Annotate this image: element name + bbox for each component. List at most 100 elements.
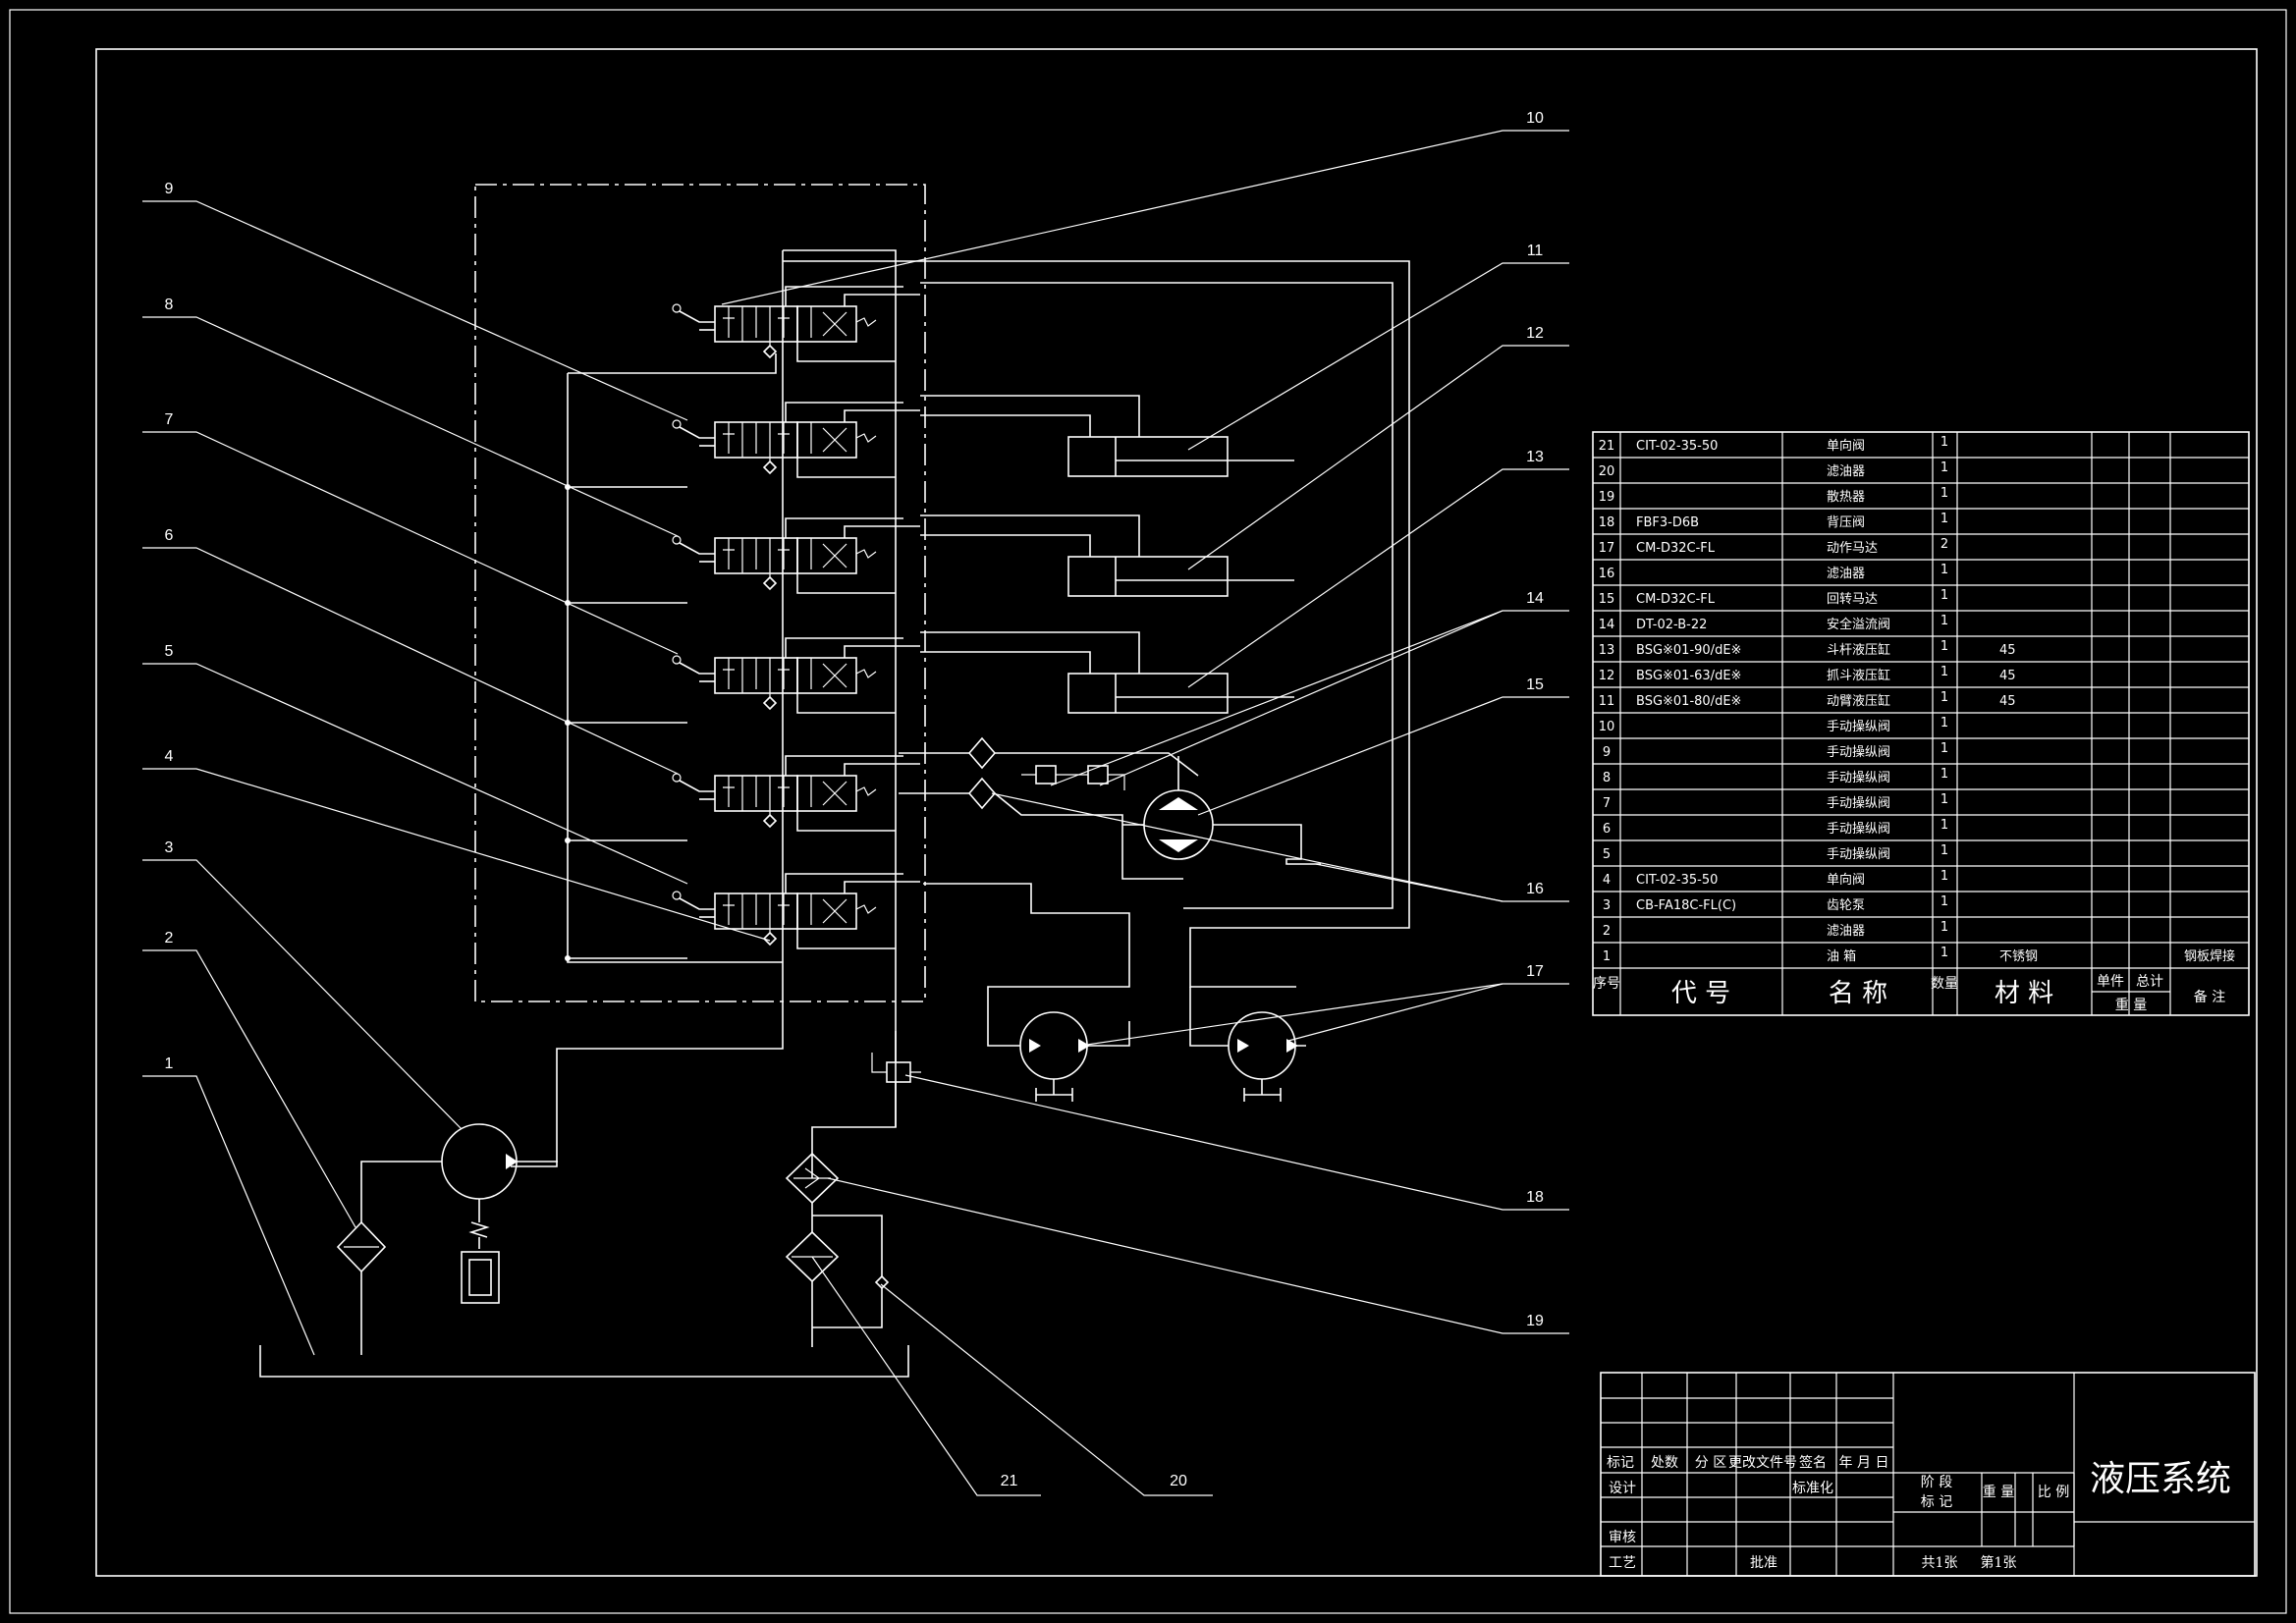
part-note: 钢板焊接	[2184, 948, 2235, 964]
callout-number: 13	[1526, 449, 1544, 465]
part-name: 安全溢流阀	[1827, 617, 1890, 632]
header-code: 代 号	[1671, 979, 1730, 1008]
part-qty: 1	[1941, 767, 1948, 782]
title-mark: 标记	[1607, 1455, 1634, 1471]
callout-10: 10	[721, 110, 1569, 305]
part-qty: 1	[1941, 894, 1948, 909]
callout-number: 12	[1526, 325, 1544, 342]
callout-number: 21	[1001, 1473, 1018, 1489]
callout-7: 7	[142, 411, 679, 655]
part-number: 13	[1599, 643, 1615, 658]
part-qty: 1	[1941, 435, 1948, 450]
callout-9: 9	[142, 181, 688, 421]
part-number: 21	[1599, 439, 1615, 454]
part-name: 齿轮泵	[1827, 898, 1865, 913]
header-name: 名 称	[1829, 979, 1887, 1008]
callout-20: 20	[880, 1283, 1213, 1496]
callout-number: 17	[1526, 963, 1544, 980]
part-name: 手动操纵阀	[1827, 821, 1890, 837]
callout-19: 19	[827, 1177, 1569, 1334]
part-code: BSG※01-63/dE※	[1636, 669, 1741, 683]
part-qty: 1	[1941, 716, 1948, 730]
callout-13: 13	[1187, 449, 1569, 688]
header-qty: 数量	[1931, 976, 1958, 992]
part-code: CIT-02-35-50	[1636, 439, 1718, 454]
part-material: 45	[1999, 643, 2016, 658]
part-number: 2	[1603, 924, 1611, 939]
part-code: CM-D32C-FL	[1636, 541, 1716, 556]
title-stage2: 标 记	[1921, 1494, 1952, 1510]
valve-block-boundary	[474, 184, 926, 1002]
callout-17: 17	[1079, 963, 1569, 1047]
callout-number: 4	[165, 748, 174, 765]
part-number: 19	[1599, 490, 1615, 505]
valve-section	[672, 637, 920, 714]
part-material: 45	[1999, 669, 2016, 683]
action-motors	[923, 883, 1306, 1102]
header-unit: 单件	[2097, 974, 2124, 990]
callout-number: 6	[165, 527, 174, 544]
callout-3: 3	[142, 839, 463, 1130]
part-number: 9	[1603, 745, 1611, 760]
part-qty: 1	[1941, 639, 1948, 654]
title-process: 工艺	[1609, 1555, 1636, 1571]
part-code: CIT-02-35-50	[1636, 873, 1718, 888]
part-number: 5	[1603, 847, 1611, 862]
callout-5: 5	[142, 643, 688, 885]
callout-14: 14	[1050, 590, 1569, 786]
title-review: 审核	[1609, 1530, 1636, 1545]
title-stage: 阶 段	[1921, 1475, 1952, 1490]
part-number: 17	[1599, 541, 1615, 556]
part-code: BSG※01-90/dE※	[1636, 643, 1741, 658]
callout-number: 2	[165, 930, 174, 947]
valve-section	[672, 286, 920, 362]
title-count: 处数	[1651, 1455, 1678, 1471]
part-name: 手动操纵阀	[1827, 846, 1890, 862]
callout-number: 14	[1526, 590, 1544, 607]
callout-4: 4	[142, 748, 771, 942]
hydraulic-cylinder	[920, 395, 1294, 477]
part-qty: 1	[1941, 792, 1948, 807]
title-weight: 重 量	[1983, 1485, 2014, 1500]
callout-6: 6	[142, 527, 679, 775]
part-qty: 2	[1941, 537, 1948, 552]
callout-number: 10	[1526, 110, 1544, 127]
parts-table-header: 序号代 号名 称数量材 料单件总计重 量备 注	[1593, 974, 2225, 1013]
part-qty: 1	[1941, 869, 1948, 884]
callout-16: 16	[991, 792, 1569, 902]
part-number: 11	[1599, 694, 1615, 709]
header-weight: 重 量	[2115, 998, 2147, 1013]
part-material: 不锈钢	[1999, 949, 2038, 964]
callout-number: 1	[165, 1055, 174, 1072]
title-approve: 批准	[1750, 1555, 1777, 1571]
return-line-components	[785, 1152, 890, 1347]
part-qty: 1	[1941, 588, 1948, 603]
part-name: 手动操纵阀	[1827, 719, 1890, 734]
swing-motor-circuit	[899, 736, 1321, 880]
header-no: 序号	[1593, 976, 1620, 992]
part-name: 单向阀	[1827, 872, 1865, 888]
part-qty: 1	[1941, 741, 1948, 756]
hydraulic-cylinder	[920, 631, 1294, 714]
callout-number: 18	[1526, 1189, 1544, 1206]
part-number: 14	[1599, 618, 1615, 632]
callout-number: 15	[1526, 676, 1544, 693]
valve-section	[672, 517, 920, 594]
part-qty: 1	[1941, 946, 1948, 960]
cylinders	[920, 395, 1294, 714]
header-note: 备 注	[2194, 989, 2225, 1005]
